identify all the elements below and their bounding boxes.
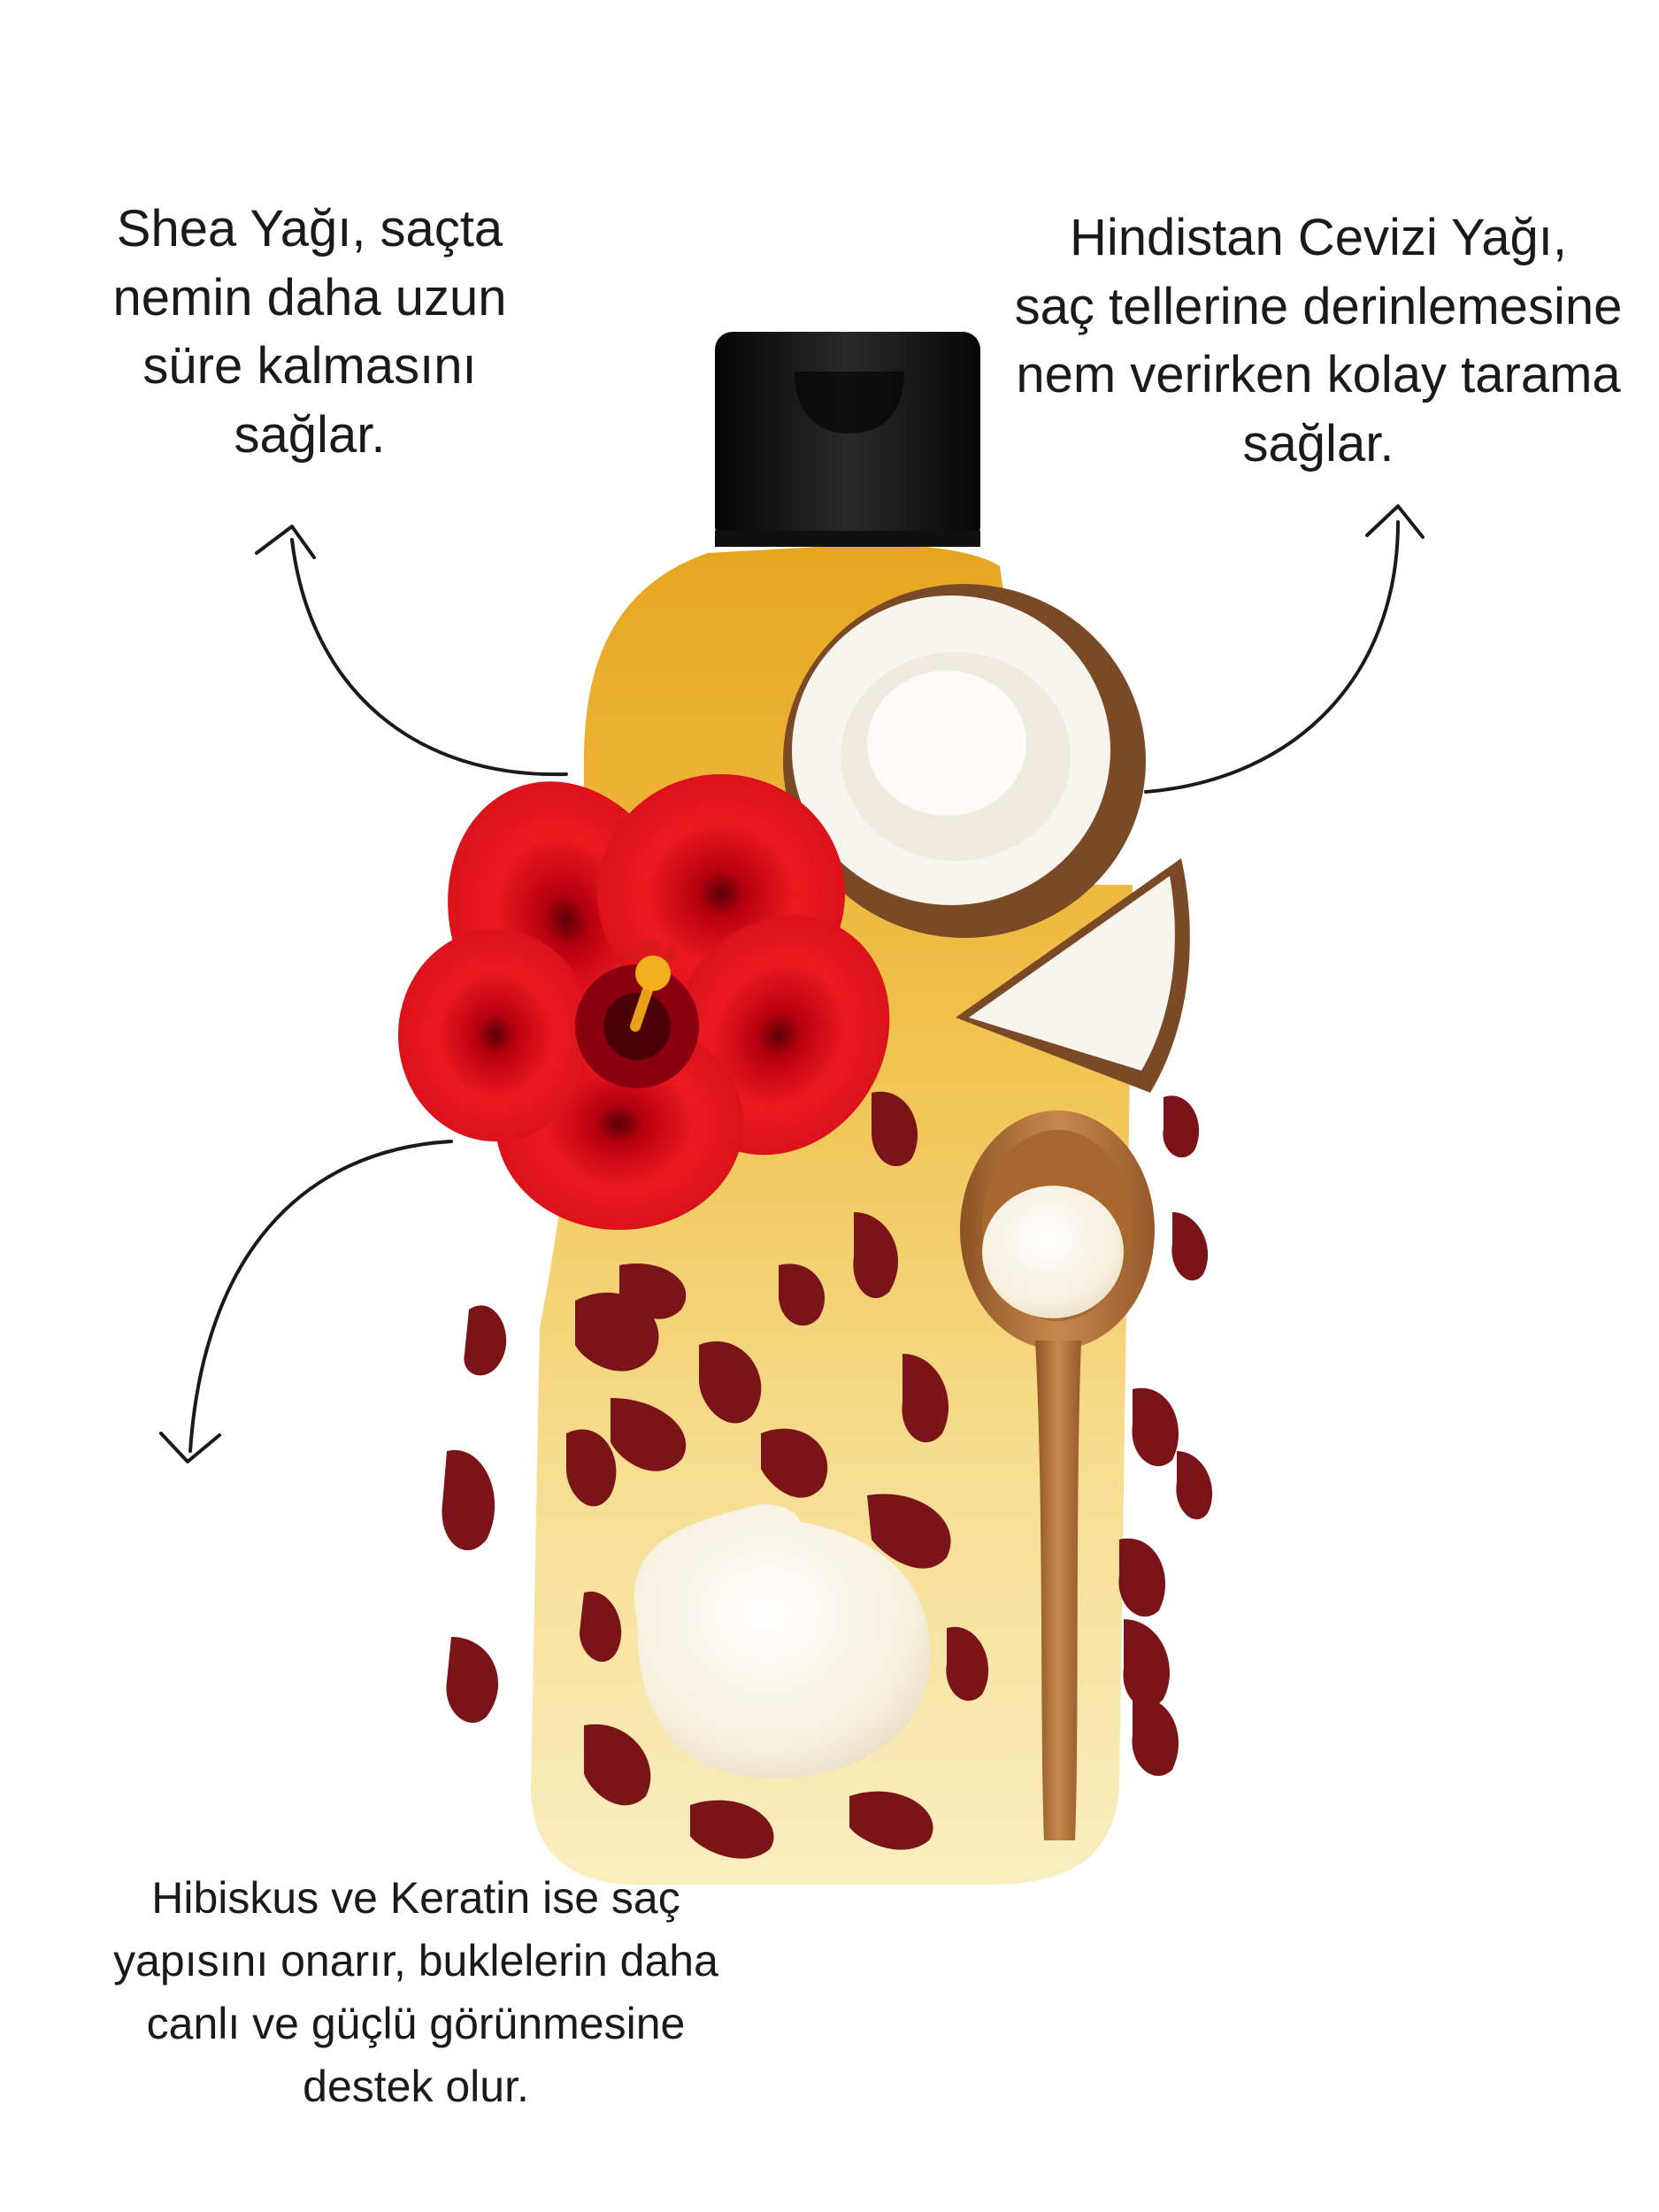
- curved-arrow-down-left-icon: [159, 1140, 453, 1463]
- curved-arrow-up-right-icon: [1144, 504, 1425, 794]
- curved-arrow-up-left-icon: [255, 525, 568, 777]
- coconut-half: [783, 584, 1146, 938]
- hibiscus-keratin-caption: Hibiskus ve Keratin ise saç yapısını ona…: [113, 1873, 718, 2111]
- shea-butter-caption: Shea Yağı, saçta nemin daha uzun süre ka…: [112, 200, 507, 465]
- coconut-oil-caption: Hindistan Cevizi Yağı, saç tellerine der…: [1014, 209, 1623, 473]
- cream-dollop: [634, 1504, 931, 1779]
- dried-hibiscus-petals: [442, 1091, 1213, 1859]
- bottle-cap: [715, 332, 980, 547]
- hibiscus-flower: [398, 774, 890, 1230]
- wooden-spoon: [960, 1110, 1155, 1840]
- coconut-wedge: [956, 858, 1190, 1093]
